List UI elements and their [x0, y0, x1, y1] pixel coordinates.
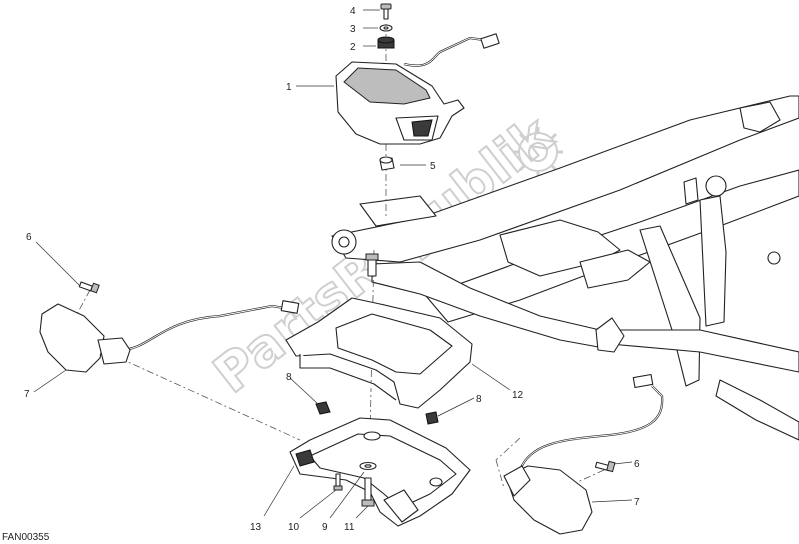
callout-8-left: 8 [286, 372, 292, 383]
washer-part-9 [359, 461, 377, 471]
callout-7-left: 7 [24, 389, 30, 400]
callout-1: 1 [286, 82, 292, 93]
nut-part-8a [315, 401, 331, 415]
left-indicator-part-7 [39, 300, 300, 373]
callout-leaders [33, 9, 633, 519]
callout-7-right: 7 [634, 497, 640, 508]
tail-light-part-1 [335, 33, 500, 145]
lower-bracket-part-13 [289, 417, 471, 527]
callout-12: 12 [512, 390, 524, 401]
rear-subframe [331, 95, 799, 441]
mounting-stud [365, 253, 379, 277]
screw-part-6b [594, 460, 616, 473]
callout-5: 5 [430, 161, 436, 172]
gear-logo-icon [513, 127, 563, 177]
callout-6-left: 6 [26, 232, 32, 243]
screw-part-6a [78, 281, 100, 294]
bushing-part-5 [379, 156, 395, 171]
spacer-part-2 [377, 36, 395, 49]
upper-bracket-part-12 [285, 297, 473, 409]
screw-part-10 [333, 473, 343, 491]
callout-2: 2 [350, 42, 356, 53]
drawing-code: FAN00355 [2, 532, 50, 543]
callout-10: 10 [288, 522, 300, 533]
screw-part-4 [380, 3, 392, 20]
nut-part-8b [425, 411, 439, 425]
callout-11: 11 [344, 522, 355, 533]
right-indicator-part-7 [503, 373, 664, 535]
callout-9: 9 [322, 522, 328, 533]
callout-13: 13 [250, 522, 262, 533]
callout-3: 3 [350, 24, 356, 35]
washer-part-3 [379, 24, 393, 32]
callout-6-right: 6 [634, 459, 640, 470]
bolt-part-11 [361, 477, 375, 507]
callout-4: 4 [350, 6, 356, 17]
callout-8-right: 8 [476, 394, 482, 405]
callout-labels: 4 3 2 1 5 6 7 8 12 8 6 7 13 10 9 11 [24, 6, 640, 533]
